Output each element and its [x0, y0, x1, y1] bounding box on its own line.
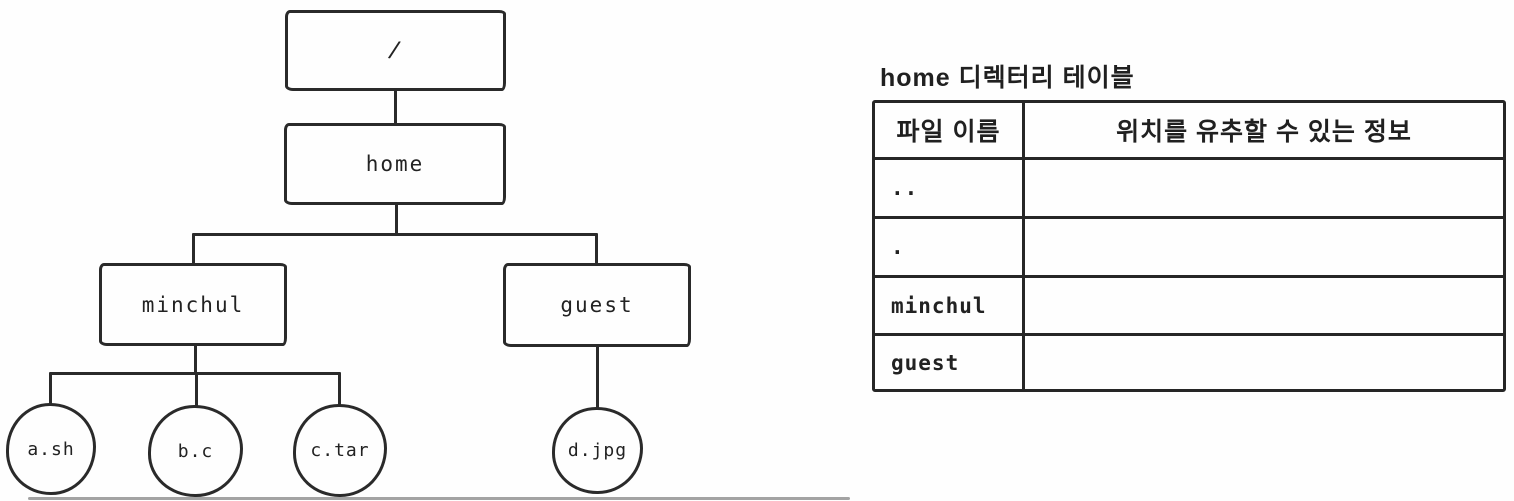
- tree-leaf-c-tar: c.tar: [293, 404, 387, 497]
- connector-branch-bc: [195, 372, 198, 407]
- table-row-dot-name: .: [875, 219, 1025, 278]
- tree-node-minchul: minchul: [99, 263, 287, 346]
- connector-minchul-branch: [194, 344, 197, 375]
- connector-home-branch: [395, 203, 398, 235]
- table-row-guest-info: [1025, 336, 1503, 389]
- connector-root-home: [394, 89, 397, 125]
- table-row-dot-info: [1025, 219, 1503, 278]
- tree-leaf-d-jpg: d.jpg: [552, 407, 643, 494]
- tree-node-home-label: home: [365, 152, 425, 176]
- tree-leaf-a-sh: a.sh: [6, 403, 96, 495]
- table-row-minchul-name: minchul: [875, 278, 1025, 336]
- branch-bar-home-children: [192, 233, 598, 236]
- tree-node-guest: guest: [503, 263, 691, 347]
- tree-leaf-d-jpg-label: d.jpg: [567, 440, 628, 461]
- table-row-dotdot-name: ..: [875, 160, 1025, 219]
- tree-leaf-b-c-label: b.c: [177, 440, 214, 462]
- table-row-dotdot-info: [1025, 160, 1503, 219]
- connector-guest-djpg: [596, 345, 599, 409]
- tree-node-home: home: [284, 123, 506, 205]
- connector-branch-ash: [49, 372, 52, 406]
- directory-table-title: home 디렉터리 테이블: [880, 64, 1135, 92]
- connector-branch-ctar: [338, 372, 341, 406]
- tree-leaf-a-sh-label: a.sh: [27, 438, 75, 460]
- tree-node-minchul-label: minchul: [141, 292, 245, 317]
- tree-node-root: /: [285, 10, 506, 91]
- table-row-minchul-info: [1025, 278, 1503, 336]
- table-header-file-name: 파일 이름: [875, 103, 1025, 160]
- table-row-guest-name: guest: [875, 336, 1025, 389]
- tree-leaf-b-c: b.c: [148, 405, 243, 497]
- connector-branch-minchul: [192, 233, 195, 264]
- tree-leaf-c-tar-label: c.tar: [310, 440, 370, 461]
- frame-bottom-edge-line: [28, 497, 850, 500]
- tree-node-guest-label: guest: [560, 293, 634, 317]
- connector-branch-guest: [595, 233, 598, 264]
- directory-table: 파일 이름 위치를 유추할 수 있는 정보 .. . minchul guest: [872, 100, 1506, 392]
- table-header-location-info: 위치를 유추할 수 있는 정보: [1025, 103, 1503, 160]
- tree-node-root-label: /: [386, 37, 405, 64]
